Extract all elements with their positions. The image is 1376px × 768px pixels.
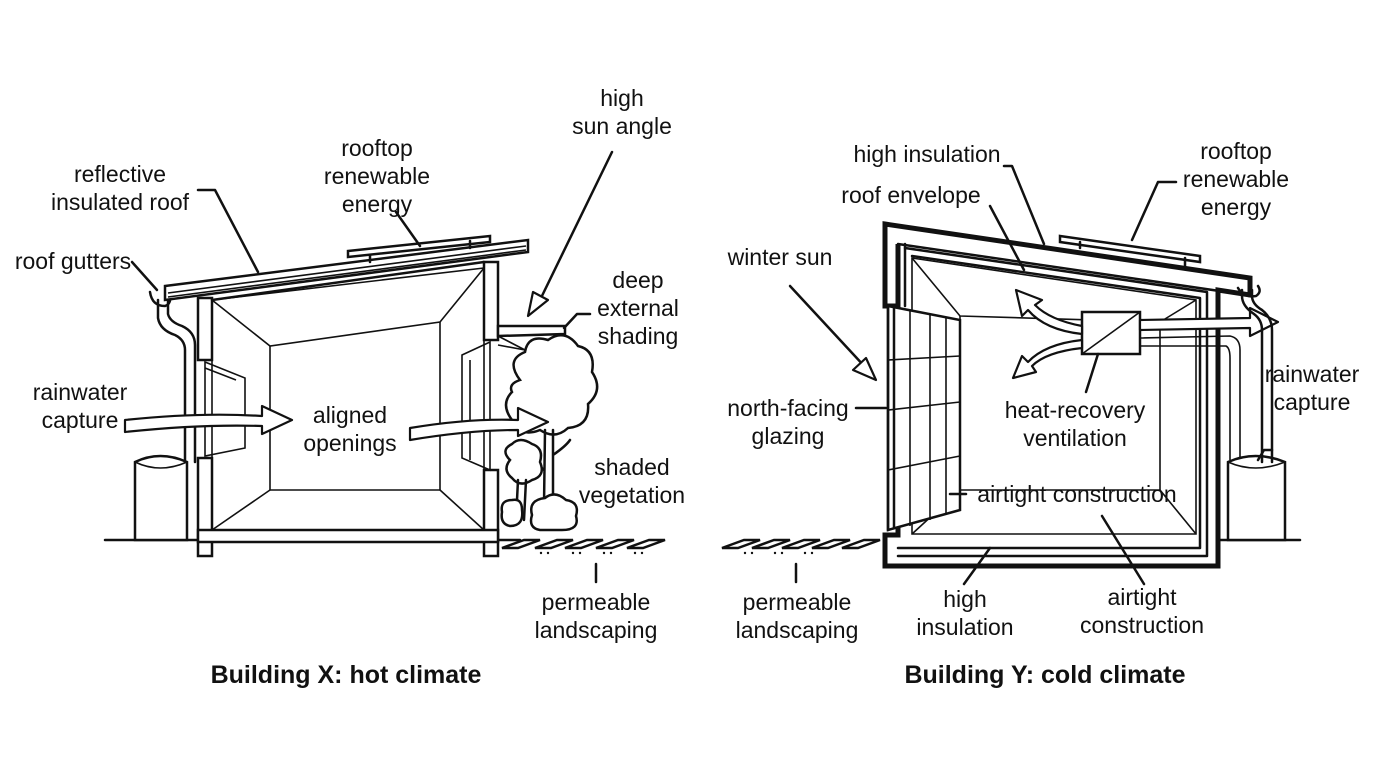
- label-airtight-2: construction: [1080, 612, 1204, 638]
- downpipe-x-outer: [166, 298, 197, 464]
- label-rainwater-x-1: rainwater: [33, 379, 128, 405]
- label-deep-1: deep: [612, 267, 663, 293]
- downpipe-x: [156, 298, 187, 464]
- leaders-x: [130, 188, 598, 584]
- label-aligned-2: openings: [303, 430, 396, 456]
- caption-building-y: Building Y: cold climate: [904, 661, 1185, 689]
- label-winter-sun: winter sun: [727, 244, 833, 270]
- label-north-2: glazing: [752, 423, 825, 449]
- rainwater-tank-y: [1226, 284, 1287, 542]
- house-x: [196, 260, 500, 558]
- label-roof-envelope: roof envelope: [841, 182, 980, 208]
- label-reflective-1: reflective: [74, 161, 166, 187]
- label-reflective-2: insulated roof: [51, 189, 190, 215]
- label-high-ins-1: high: [943, 586, 986, 612]
- label-high-sun-2: sun angle: [572, 113, 672, 139]
- label-deep-3: shading: [598, 323, 679, 349]
- winter-sun-arrow: [788, 284, 878, 382]
- label-roof-gutters: roof gutters: [15, 248, 131, 274]
- label-rooftop-y-3: energy: [1201, 194, 1272, 220]
- pavers-x: [501, 538, 666, 555]
- label-hrv-2: ventilation: [1023, 425, 1127, 451]
- label-deep-2: external: [597, 295, 679, 321]
- leaders-y: [794, 164, 1274, 586]
- north-glazing: [886, 304, 962, 532]
- label-permeable-x-1: permeable: [542, 589, 651, 615]
- building-y: high insulation roof envelope rooftop re…: [721, 138, 1360, 689]
- label-high-sun-1: high: [600, 85, 643, 111]
- label-rainwater-y-1: rainwater: [1265, 361, 1360, 387]
- label-rooftop-y-2: renewable: [1183, 166, 1289, 192]
- rainwater-tank-x: [133, 454, 189, 542]
- building-x: high sun angle rooftop renewable energy …: [15, 85, 685, 689]
- label-high-insulation-top: high insulation: [853, 141, 1000, 167]
- house-y: [882, 221, 1253, 569]
- label-airtight-1: airtight: [1107, 584, 1177, 610]
- label-permeable-y-2: landscaping: [736, 617, 859, 643]
- label-aligned-1: aligned: [313, 402, 387, 428]
- pavers-y: [721, 538, 881, 555]
- label-shaded-1: shaded: [594, 454, 669, 480]
- label-north-1: north-facing: [727, 395, 848, 421]
- label-rainwater-x-2: capture: [42, 407, 119, 433]
- label-permeable-y-1: permeable: [743, 589, 852, 615]
- external-shade-x: [496, 324, 567, 351]
- vegetation: [500, 333, 599, 532]
- label-rainwater-y-2: capture: [1274, 389, 1351, 415]
- reflective-roof: [163, 238, 530, 302]
- airflow-arrow-out: [408, 406, 550, 442]
- label-rooftop-x-3: energy: [342, 191, 413, 217]
- solar-panel-y: [1058, 234, 1202, 268]
- label-rooftop-x-2: renewable: [324, 163, 430, 189]
- hrv-unit: [1011, 288, 1280, 460]
- label-rooftop-x-1: rooftop: [341, 135, 413, 161]
- label-airtight-inner: airtight construction: [977, 481, 1176, 507]
- label-shaded-2: vegetation: [579, 482, 685, 508]
- label-high-ins-2: insulation: [916, 614, 1013, 640]
- label-hrv-1: heat-recovery: [1005, 397, 1146, 423]
- label-rooftop-y-1: rooftop: [1200, 138, 1272, 164]
- sun-angle-arrow: [526, 150, 614, 318]
- airflow-arrow-in: [123, 404, 294, 436]
- label-permeable-x-2: landscaping: [535, 617, 658, 643]
- caption-building-x: Building X: hot climate: [211, 661, 482, 689]
